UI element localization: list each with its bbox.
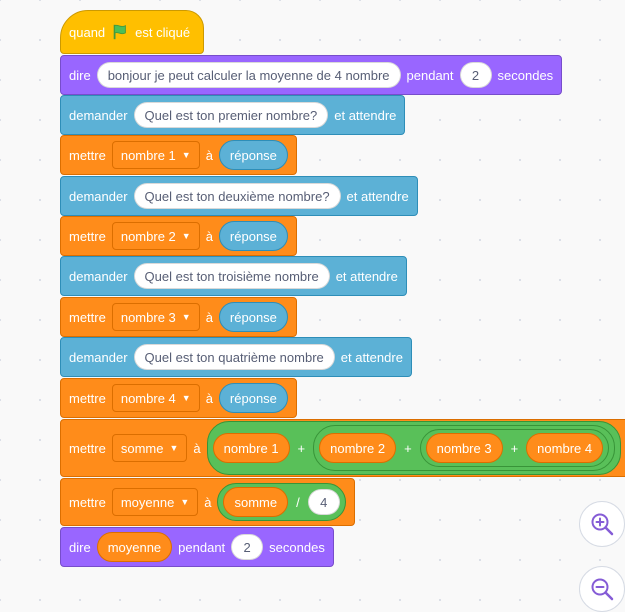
variable-dropdown[interactable]: nombre 1 ▼ <box>111 141 200 169</box>
set-verb: mettre <box>69 494 106 510</box>
set-verb: mettre <box>69 440 106 456</box>
zoom-out-button[interactable] <box>579 566 625 612</box>
variable-dropdown[interactable]: nombre 4 ▼ <box>111 384 200 412</box>
ask-question-input[interactable]: Quel est ton quatrième nombre <box>133 344 335 370</box>
ask-question-input[interactable]: Quel est ton troisième nombre <box>133 263 330 289</box>
set-to: à <box>205 390 213 406</box>
set-variable-block[interactable]: mettre nombre 4 ▼ à réponse <box>60 378 297 418</box>
ask-tail: et attendre <box>340 349 403 365</box>
zoom-in-button[interactable] <box>579 501 625 547</box>
set-verb: mettre <box>69 228 106 244</box>
ask-question-input[interactable]: Quel est ton deuxième nombre? <box>133 183 341 209</box>
variable-name: nombre 2 <box>120 228 176 244</box>
ask-tail: et attendre <box>335 268 398 284</box>
variable-dropdown[interactable]: moyenne ▼ <box>111 488 199 516</box>
chevron-down-icon: ▼ <box>180 497 190 507</box>
ask-and-wait-block[interactable]: demander Quel est ton troisième nombre e… <box>60 256 407 296</box>
say-pendant: pendant <box>178 539 226 555</box>
say-for-secs-block[interactable]: dire moyenne pendant 2 secondes <box>60 527 334 567</box>
variable-reporter[interactable]: nombre 1 <box>212 433 290 463</box>
divide-operator[interactable]: somme / 4 <box>217 483 346 521</box>
add-operator[interactable]: nombre 2 + nombre 3 + nombre 4 <box>313 425 616 471</box>
divide-sign: / <box>296 494 300 510</box>
plus-sign: + <box>297 440 306 456</box>
set-variable-block[interactable]: mettre nombre 1 ▼ à réponse <box>60 135 297 175</box>
hat-label-after: est cliqué <box>135 24 191 40</box>
set-to: à <box>204 494 212 510</box>
say-for-secs-block[interactable]: dire bonjour je peut calculer la moyenne… <box>60 55 563 95</box>
set-to: à <box>205 309 213 325</box>
ask-and-wait-block[interactable]: demander Quel est ton quatrième nombre e… <box>60 337 412 377</box>
answer-reporter[interactable]: réponse <box>218 140 288 170</box>
variable-name: moyenne <box>120 494 175 510</box>
plus-sign: + <box>510 440 519 456</box>
chevron-down-icon: ▼ <box>181 150 191 160</box>
set-to: à <box>205 147 213 163</box>
chevron-down-icon: ▼ <box>181 231 191 241</box>
set-variable-block[interactable]: mettre nombre 2 ▼ à réponse <box>60 216 297 256</box>
set-verb: mettre <box>69 390 106 406</box>
ask-tail: et attendre <box>346 188 409 204</box>
variable-dropdown[interactable]: nombre 3 ▼ <box>111 303 200 331</box>
ask-verb: demander <box>69 349 128 365</box>
variable-name: nombre 3 <box>120 309 176 325</box>
answer-reporter[interactable]: réponse <box>218 383 288 413</box>
set-to: à <box>193 440 201 456</box>
variable-reporter[interactable]: nombre 3 <box>425 433 503 463</box>
set-verb: mettre <box>69 147 106 163</box>
green-flag-icon <box>113 24 127 40</box>
set-average-block[interactable]: mettre moyenne ▼ à somme / 4 <box>60 478 355 526</box>
variable-reporter[interactable]: moyenne <box>96 532 173 562</box>
chevron-down-icon: ▼ <box>181 393 191 403</box>
say-seconds-input[interactable]: 2 <box>459 62 492 88</box>
say-seconds-input[interactable]: 2 <box>231 534 264 560</box>
ask-tail: et attendre <box>334 107 397 123</box>
ask-and-wait-block[interactable]: demander Quel est ton premier nombre? et… <box>60 95 406 135</box>
variable-name: somme <box>120 440 164 456</box>
say-verb: dire <box>69 67 91 83</box>
variable-dropdown[interactable]: somme ▼ <box>111 434 188 462</box>
variable-reporter[interactable]: nombre 2 <box>319 433 397 463</box>
add-operator[interactable]: nombre 1 + nombre 2 + nombre 3 + nombre … <box>206 421 622 475</box>
variable-name: nombre 1 <box>120 147 176 163</box>
zoom-in-icon <box>591 513 614 536</box>
set-to: à <box>205 228 213 244</box>
hat-label-before: quand <box>69 24 106 40</box>
set-sum-block[interactable]: mettre somme ▼ à nombre 1 + nombre 2 + no… <box>60 419 625 477</box>
divisor-input[interactable]: 4 <box>307 489 340 515</box>
say-message-input[interactable]: bonjour je peut calculer la moyenne de 4… <box>96 62 401 88</box>
set-verb: mettre <box>69 309 106 325</box>
zoom-out-icon <box>591 578 614 601</box>
variable-reporter[interactable]: nombre 4 <box>526 433 604 463</box>
ask-verb: demander <box>69 188 128 204</box>
answer-reporter[interactable]: réponse <box>218 221 288 251</box>
variable-dropdown[interactable]: nombre 2 ▼ <box>111 222 200 250</box>
say-verb: dire <box>69 539 91 555</box>
say-unit: secondes <box>497 67 554 83</box>
ask-verb: demander <box>69 268 128 284</box>
plus-sign: + <box>404 440 412 456</box>
add-operator[interactable]: nombre 3 + nombre 4 <box>419 429 610 467</box>
variable-name: nombre 4 <box>120 390 176 406</box>
ask-and-wait-block[interactable]: demander Quel est ton deuxième nombre? e… <box>60 176 418 216</box>
chevron-down-icon: ▼ <box>169 443 179 453</box>
ask-question-input[interactable]: Quel est ton premier nombre? <box>133 102 329 128</box>
variable-reporter[interactable]: somme <box>223 487 289 517</box>
say-unit: secondes <box>269 539 325 555</box>
when-flag-clicked-block[interactable]: quand est cliqué <box>60 10 204 54</box>
say-pendant: pendant <box>406 67 454 83</box>
chevron-down-icon: ▼ <box>181 312 191 322</box>
answer-reporter[interactable]: réponse <box>218 302 288 332</box>
set-variable-block[interactable]: mettre nombre 3 ▼ à réponse <box>60 297 297 337</box>
ask-verb: demander <box>69 107 128 123</box>
